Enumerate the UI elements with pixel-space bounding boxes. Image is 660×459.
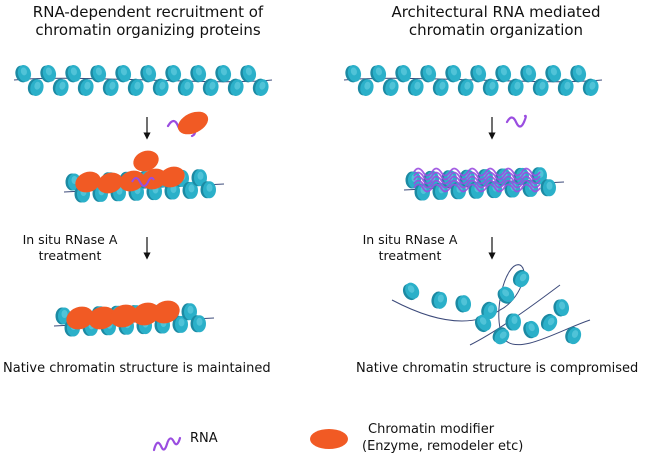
nucleosome — [200, 181, 216, 199]
rna-legend-label: RNA — [190, 431, 218, 446]
left-title-line2: chromatin organizing proteins — [35, 21, 261, 39]
nucleosome — [562, 324, 584, 347]
modifier-legend-label-line1: Chromatin modifier — [368, 422, 495, 437]
nucleosome — [520, 318, 542, 341]
chromatin-modifier-blob — [88, 306, 116, 330]
chromatin-modifier-blob — [110, 304, 138, 328]
modifier-legend-icon — [310, 429, 348, 449]
nucleosome — [430, 290, 449, 310]
chromatin-modifier-blob — [66, 306, 94, 330]
nucleosome — [552, 298, 571, 318]
chromatin-modifier-blob — [97, 172, 123, 194]
nucleosome — [400, 280, 423, 303]
chromatin-modifier-blob — [152, 300, 180, 324]
right-treatment-line2: treatment — [378, 248, 442, 263]
right-outcome: Native chromatin structure is compromise… — [356, 361, 639, 376]
chromatin-modifier-blob — [159, 166, 185, 188]
left-treatment-line1: In situ RNase A — [22, 232, 118, 247]
nucleosome — [494, 283, 518, 307]
left-treatment-line2: treatment — [38, 248, 102, 263]
right-compromised-fiber — [391, 264, 591, 348]
rna-legend-icon — [152, 436, 182, 452]
right-title-line2: chromatin organization — [408, 21, 584, 39]
nucleosome — [343, 63, 363, 84]
left-maintained-fiber — [53, 300, 215, 337]
left-top-fiber — [13, 63, 273, 98]
nucleosome — [505, 313, 521, 331]
left-outcome: Native chromatin structure is maintained — [3, 361, 271, 376]
left-title-line1: RNA-dependent recruitment of — [32, 3, 264, 21]
nucleosome — [13, 63, 33, 84]
chromatin-modifier-blob — [177, 111, 209, 135]
left-recruited-fiber — [63, 150, 225, 203]
right-architectural-fiber — [403, 167, 565, 201]
chromatin-modifier-blob — [132, 302, 160, 326]
modifier-legend-label-line2: (Enzyme, remodeler etc) — [362, 439, 524, 454]
nucleosome — [190, 315, 206, 333]
rna-squiggle-right — [505, 114, 527, 128]
nucleosome — [454, 294, 473, 314]
chromatin-modifier-blob — [75, 171, 101, 193]
right-top-fiber — [343, 63, 603, 98]
right-treatment-line1: In situ RNase A — [362, 232, 458, 247]
right-title-line1: Architectural RNA mediated — [391, 3, 601, 21]
nucleosome — [510, 267, 533, 290]
nucleosome — [540, 179, 556, 197]
chromatin-modifier-blob — [133, 150, 159, 172]
